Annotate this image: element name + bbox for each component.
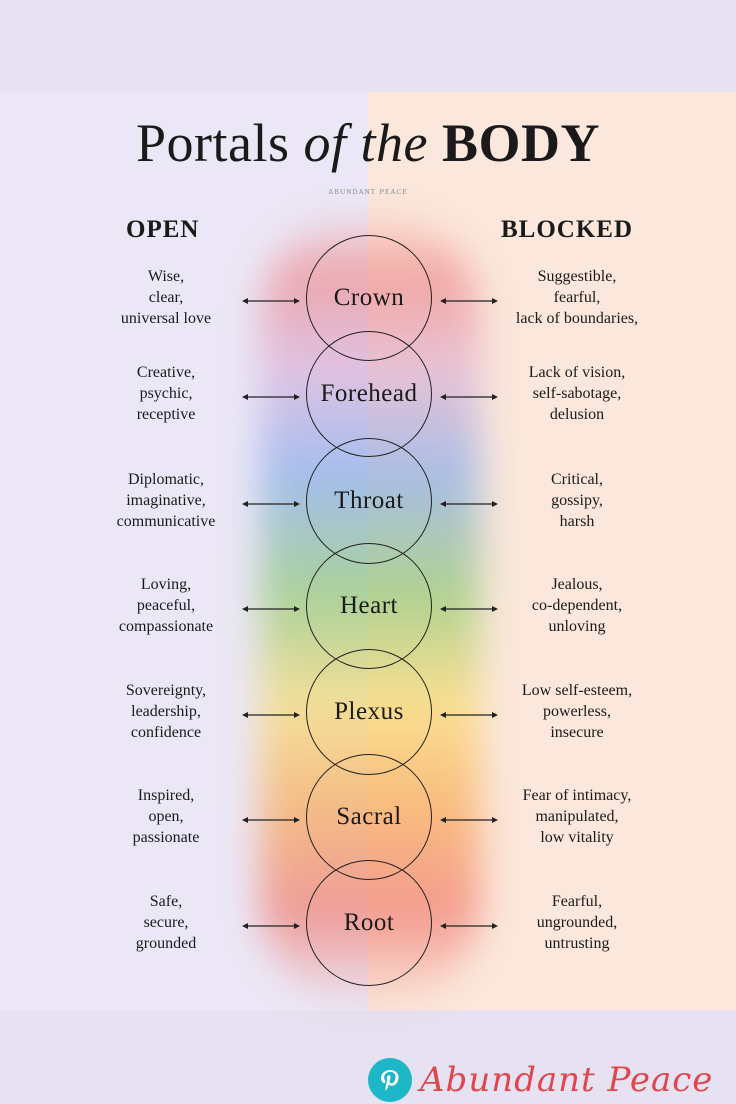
- chakra-label: Forehead: [320, 380, 418, 407]
- blocked-trait-line: powerless,: [543, 703, 611, 720]
- blocked-trait-line: Lack of vision,: [528, 364, 626, 381]
- open-trait-line: confidence: [130, 724, 202, 741]
- subtitle-watermark: ᴀʙᴜɴᴅᴀɴᴛ ᴘᴇᴀᴄᴇ: [328, 186, 408, 197]
- double-arrow-icon: [440, 707, 498, 718]
- double-arrow-icon: [242, 918, 300, 929]
- double-arrow-icon: [242, 707, 300, 718]
- brand-name[interactable]: Abundant Peace: [420, 1060, 714, 1100]
- title-portals: Portals: [135, 113, 304, 173]
- open-trait-line: universal love: [120, 310, 212, 327]
- blocked-trait-line: insecure: [550, 724, 604, 741]
- double-arrow-icon: [440, 812, 498, 823]
- page-title: Portals of the BODY: [0, 112, 736, 174]
- chakra-label: Root: [343, 909, 395, 936]
- blocked-trait-line: ungrounded,: [536, 914, 618, 931]
- open-trait-line: psychic,: [139, 385, 193, 402]
- blocked-trait-line: lack of boundaries,: [515, 310, 639, 327]
- blocked-traits: Fear of intimacy, manipulated, low vitalit…: [497, 785, 657, 848]
- blocked-trait-line: fearful,: [553, 289, 601, 306]
- double-arrow-icon: [440, 389, 498, 400]
- blocked-column-header: BLOCKED: [501, 216, 634, 243]
- open-traits: Safe, secure, grounded: [86, 891, 246, 954]
- open-trait-line: Sovereignty,: [125, 682, 207, 699]
- open-traits: Wise, clear, universal love: [86, 266, 246, 329]
- open-trait-line: communicative: [116, 513, 216, 530]
- blocked-trait-line: Fearful,: [551, 893, 603, 910]
- blocked-trait-line: manipulated,: [535, 808, 619, 825]
- blocked-trait-line: untrusting: [544, 935, 610, 952]
- blocked-trait-line: harsh: [559, 513, 595, 530]
- chakra-label: Throat: [334, 487, 404, 514]
- open-trait-line: grounded: [135, 935, 197, 952]
- open-trait-line: Diplomatic,: [128, 471, 204, 488]
- open-trait-line: Creative,: [136, 364, 196, 381]
- bottom-band: [0, 1010, 736, 1104]
- open-trait-line: clear,: [148, 289, 184, 306]
- chakra-circle-root: Root: [306, 860, 432, 986]
- blocked-trait-line: Suggestible,: [537, 268, 617, 285]
- double-arrow-icon: [242, 389, 300, 400]
- open-traits: Loving, peaceful, compassionate: [86, 574, 246, 637]
- open-traits: Sovereignty, leadership, confidence: [86, 680, 246, 743]
- double-arrow-icon: [440, 496, 498, 507]
- double-arrow-icon: [242, 812, 300, 823]
- open-trait-line: receptive: [136, 406, 196, 423]
- chakra-label: Crown: [333, 284, 405, 311]
- open-trait-line: Wise,: [147, 268, 185, 285]
- blocked-trait-line: co-dependent,: [531, 597, 623, 614]
- blocked-trait-line: unloving: [548, 618, 606, 635]
- top-band: [0, 0, 736, 92]
- open-traits: Inspired, open, passionate: [86, 785, 246, 848]
- blocked-trait-line: Low self-esteem,: [521, 682, 633, 699]
- blocked-traits: Fearful, ungrounded, untrusting: [497, 891, 657, 954]
- blocked-trait-line: self-sabotage,: [532, 385, 622, 402]
- blocked-trait-line: Jealous,: [551, 576, 603, 593]
- open-trait-line: leadership,: [131, 703, 201, 720]
- pinterest-icon[interactable]: [368, 1058, 412, 1102]
- open-trait-line: Loving,: [140, 576, 192, 593]
- double-arrow-icon: [440, 293, 498, 304]
- blocked-trait-line: Critical,: [551, 471, 603, 488]
- open-trait-line: Safe,: [149, 893, 183, 910]
- blocked-trait-line: gossipy,: [551, 492, 603, 509]
- open-trait-line: peaceful,: [136, 597, 196, 614]
- chakra-circle-forehead: Forehead: [306, 331, 432, 457]
- chakra-label: Heart: [339, 592, 399, 619]
- open-traits: Diplomatic, imaginative, communicative: [86, 469, 246, 532]
- chakra-label: Sacral: [336, 803, 402, 830]
- open-trait-line: Inspired,: [137, 787, 195, 804]
- blocked-traits: Critical, gossipy, harsh: [497, 469, 657, 532]
- blocked-trait-line: delusion: [549, 406, 605, 423]
- blocked-traits: Low self-esteem, powerless, insecure: [497, 680, 657, 743]
- double-arrow-icon: [242, 496, 300, 507]
- double-arrow-icon: [440, 918, 498, 929]
- open-trait-line: passionate: [132, 829, 200, 846]
- pinterest-glyph: [381, 1070, 399, 1091]
- blocked-traits: Jealous, co-dependent, unloving: [497, 574, 657, 637]
- open-trait-line: secure,: [143, 914, 189, 931]
- open-column-header: OPEN: [126, 216, 200, 243]
- chakra-label: Plexus: [334, 698, 404, 725]
- blocked-trait-line: Fear of intimacy,: [522, 787, 632, 804]
- blocked-traits: Lack of vision, self-sabotage, delusion: [497, 362, 657, 425]
- open-traits: Creative, psychic, receptive: [86, 362, 246, 425]
- title-of-the: of the: [303, 113, 442, 173]
- title-body: BODY: [441, 113, 600, 173]
- blocked-traits: Suggestible, fearful, lack of boundaries,: [497, 266, 657, 329]
- double-arrow-icon: [440, 601, 498, 612]
- blocked-trait-line: low vitality: [540, 829, 614, 846]
- open-trait-line: compassionate: [118, 618, 214, 635]
- chakra-circle-plexus: Plexus: [306, 649, 432, 775]
- double-arrow-icon: [242, 601, 300, 612]
- open-trait-line: imaginative,: [126, 492, 206, 509]
- double-arrow-icon: [242, 293, 300, 304]
- open-trait-line: open,: [148, 808, 184, 825]
